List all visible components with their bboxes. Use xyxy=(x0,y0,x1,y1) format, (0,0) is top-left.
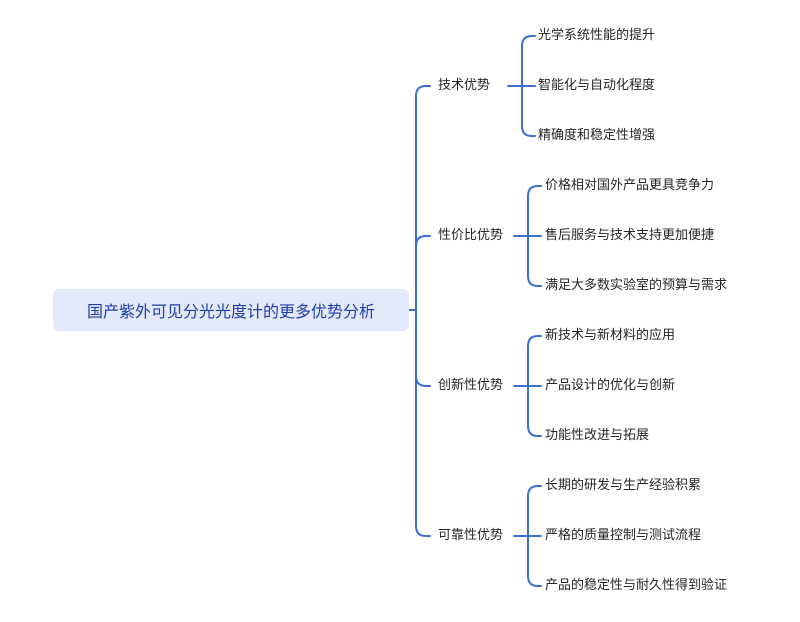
leaf-node[interactable]: 智能化与自动化程度 xyxy=(538,78,656,93)
leaf-node[interactable]: 功能性改进与拓展 xyxy=(545,428,650,443)
branch-node-cost-performance[interactable]: 性价比优势 xyxy=(438,228,504,243)
leaf-connector-2-3 xyxy=(527,235,542,287)
leaf-connector-2-1 xyxy=(527,185,542,237)
leaf-node[interactable]: 售后服务与技术支持更加便捷 xyxy=(545,228,715,243)
leaf-connector-1-3 xyxy=(521,85,536,137)
leaf-node[interactable]: 长期的研发与生产经验积累 xyxy=(545,478,702,493)
leaf-node[interactable]: 精确度和稳定性增强 xyxy=(538,128,656,143)
leaf-connector-3-1 xyxy=(527,335,542,387)
leaf-node[interactable]: 光学系统性能的提升 xyxy=(538,28,656,43)
leaf-node[interactable]: 严格的质量控制与测试流程 xyxy=(545,528,702,543)
branch-connector-1 xyxy=(415,85,431,311)
leaf-node[interactable]: 产品设计的优化与创新 xyxy=(545,378,676,393)
leaf-node[interactable]: 新技术与新材料的应用 xyxy=(545,328,676,343)
leaf-node[interactable]: 满足大多数实验室的预算与需求 xyxy=(545,278,728,293)
root-node[interactable]: 国产紫外可见分光光度计的更多优势分析 xyxy=(53,289,409,331)
branch-connector-3 xyxy=(415,309,431,387)
leaf-connector-4-3 xyxy=(527,535,542,587)
branch-connector-2 xyxy=(415,235,431,311)
branch-node-innovation[interactable]: 创新性优势 xyxy=(438,378,504,393)
leaf-connector-4-1 xyxy=(527,485,542,537)
leaf-node[interactable]: 产品的稳定性与耐久性得到验证 xyxy=(545,578,728,593)
branch-connector-4 xyxy=(415,309,431,537)
branch-node-technology[interactable]: 技术优势 xyxy=(438,78,491,93)
leaf-connector-1-1 xyxy=(521,35,536,87)
branch-node-reliability[interactable]: 可靠性优势 xyxy=(438,528,504,543)
leaf-node[interactable]: 价格相对国外产品更具竞争力 xyxy=(545,178,715,193)
leaf-connector-3-3 xyxy=(527,385,542,437)
